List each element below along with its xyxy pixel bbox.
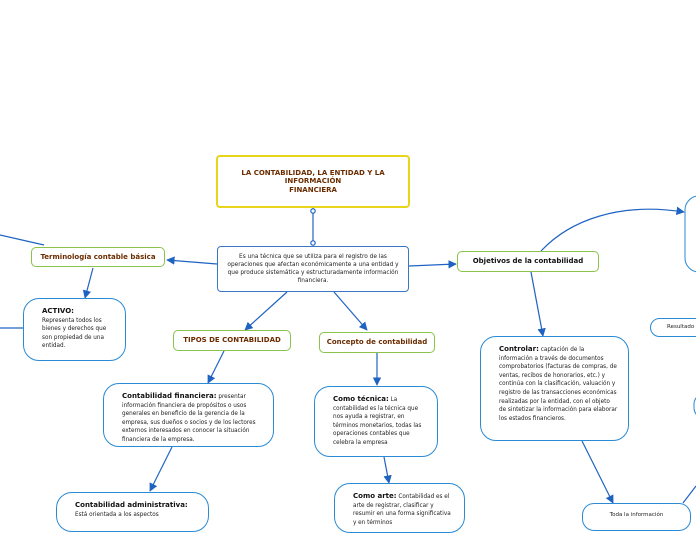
bubble-financiera-text: presentar información financiera de prop… bbox=[122, 394, 256, 443]
connector-tecnica-arte bbox=[383, 456, 392, 484]
bubble-controlar-text: captación de la información a través de … bbox=[499, 347, 618, 422]
connector-financiera-administrativa bbox=[149, 446, 173, 492]
main-title-line-3: FINANCIERA bbox=[289, 185, 337, 194]
node-toda-informacion[interactable]: Toda la información bbox=[582, 503, 691, 531]
branch-concepto[interactable]: Concepto de contabilidad bbox=[319, 332, 435, 353]
connector-layer bbox=[0, 195, 696, 504]
main-title-line-2: INFORMACIÓN bbox=[284, 177, 342, 186]
branch-concepto-label: Concepto de contabilidad bbox=[326, 338, 428, 347]
bubble-controlar-heading: Controlar: bbox=[499, 345, 539, 353]
connector-center-concepto bbox=[333, 291, 368, 331]
connector-center-tipos bbox=[244, 291, 288, 331]
branch-tipos-label: TIPOS DE CONTABILIDAD bbox=[183, 336, 281, 345]
connector-center-objetivos bbox=[408, 260, 457, 269]
node-toda-label: Toda la información bbox=[609, 512, 664, 518]
definition-text: Es una técnica que se utiliza para el re… bbox=[227, 253, 399, 285]
connector-controlar-toda bbox=[581, 440, 614, 504]
connector-tipos-financiera bbox=[207, 350, 225, 384]
offscreen-node-right-top bbox=[684, 195, 696, 273]
connector-terminologia-offscreen bbox=[0, 234, 45, 246]
bubble-tecnica-heading: Como técnica: bbox=[333, 395, 389, 403]
bubble-tecnica-text: La contabilidad es la técnica que nos ay… bbox=[333, 397, 422, 446]
bubble-controlar[interactable]: Controlar: captación de la información a… bbox=[480, 336, 629, 441]
bubble-financiera-heading: Contabilidad financiera: bbox=[122, 392, 217, 400]
bubble-administrativa[interactable]: Contabilidad administrativa: Está orient… bbox=[56, 492, 209, 532]
main-title-node[interactable]: LA CONTABILIDAD, LA ENTIDAD Y LA INFORMA… bbox=[216, 155, 410, 208]
bubble-arte-heading: Como arte: bbox=[353, 492, 397, 500]
connector-objetivos-curve bbox=[540, 206, 685, 252]
bubble-administrativa-heading: Contabilidad administrativa: bbox=[75, 501, 188, 509]
bubble-tecnica[interactable]: Como técnica: La contabilidad es la técn… bbox=[314, 386, 438, 457]
branch-terminologia-label: Terminología contable básica bbox=[40, 252, 156, 261]
connector-dot-bottom bbox=[310, 240, 316, 246]
connector-terminologia-activo bbox=[82, 267, 94, 299]
connector-toda-offscreen bbox=[682, 485, 696, 504]
bubble-administrativa-text: Está orientada a los aspectos bbox=[75, 511, 159, 518]
bubble-arte[interactable]: Como arte: Contabilidad es el arte de re… bbox=[334, 483, 465, 533]
bubble-financiera[interactable]: Contabilidad financiera: presentar infor… bbox=[103, 383, 274, 447]
node-resultado[interactable]: Resultado bbox=[650, 318, 696, 337]
node-resultado-label: Resultado bbox=[667, 324, 695, 331]
bubble-activo-heading: ACTIVO: bbox=[42, 307, 74, 315]
connector-dot-top bbox=[310, 208, 316, 214]
branch-terminologia[interactable]: Terminología contable básica bbox=[31, 247, 165, 267]
branch-tipos[interactable]: TIPOS DE CONTABILIDAD bbox=[173, 330, 291, 351]
branch-objetivos[interactable]: Objetivos de la contabilidad bbox=[457, 251, 599, 272]
bubble-activo-text: Representa todos los bienes y derechos q… bbox=[42, 317, 107, 350]
definition-node[interactable]: Es una técnica que se utiliza para el re… bbox=[217, 246, 409, 292]
connector-center-terminologia bbox=[166, 256, 218, 265]
bubble-activo[interactable]: ACTIVO: Representa todos los bienes y de… bbox=[23, 298, 126, 361]
main-title-line-1: LA CONTABILIDAD, LA ENTIDAD Y LA bbox=[241, 168, 385, 177]
connector-objetivos-controlar bbox=[530, 271, 546, 337]
branch-objetivos-label: Objetivos de la contabilidad bbox=[472, 257, 584, 266]
